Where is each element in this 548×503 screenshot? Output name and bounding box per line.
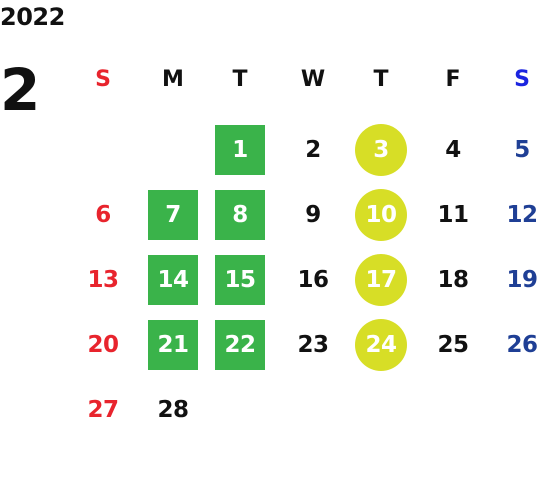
weekday-header-sun: S — [95, 67, 111, 92]
calendar-day-21: 21 — [148, 320, 198, 370]
calendar-day-18: 18 — [437, 267, 469, 293]
calendar-day-8: 8 — [215, 190, 265, 240]
calendar-day-7: 7 — [148, 190, 198, 240]
calendar-day-3: 3 — [355, 124, 407, 176]
weekday-header-thu: T — [373, 67, 389, 92]
calendar-day-16: 16 — [297, 267, 329, 293]
month-number: 2 — [0, 56, 41, 124]
calendar-day-14: 14 — [148, 255, 198, 305]
calendar-day-23: 23 — [297, 332, 329, 358]
weekday-header-wed: W — [300, 67, 326, 92]
calendar-day-26: 26 — [506, 332, 538, 358]
weekday-header-fri: F — [445, 67, 461, 92]
calendar-day-6: 6 — [95, 202, 111, 228]
calendar-day-20: 20 — [87, 332, 119, 358]
weekday-header-tue: T — [232, 67, 248, 92]
calendar-day-11: 11 — [437, 202, 469, 228]
calendar-day-15: 15 — [215, 255, 265, 305]
calendar-day-1: 1 — [215, 125, 265, 175]
calendar-day-13: 13 — [87, 267, 119, 293]
calendar-day-10: 10 — [355, 189, 407, 241]
calendar-day-24: 24 — [355, 319, 407, 371]
calendar-day-22: 22 — [215, 320, 265, 370]
calendar-day-2: 2 — [305, 137, 321, 163]
weekday-header-mon: M — [162, 67, 184, 92]
calendar-day-9: 9 — [305, 202, 321, 228]
calendar-day-5: 5 — [514, 137, 530, 163]
calendar-day-28: 28 — [157, 397, 189, 423]
calendar-day-4: 4 — [445, 137, 461, 163]
year-label: 2022 — [0, 3, 65, 31]
calendar-day-27: 27 — [87, 397, 119, 423]
calendar-day-17: 17 — [355, 254, 407, 306]
calendar-day-19: 19 — [506, 267, 538, 293]
calendar-day-12: 12 — [506, 202, 538, 228]
calendar-day-25: 25 — [437, 332, 469, 358]
weekday-header-sat: S — [514, 67, 530, 92]
